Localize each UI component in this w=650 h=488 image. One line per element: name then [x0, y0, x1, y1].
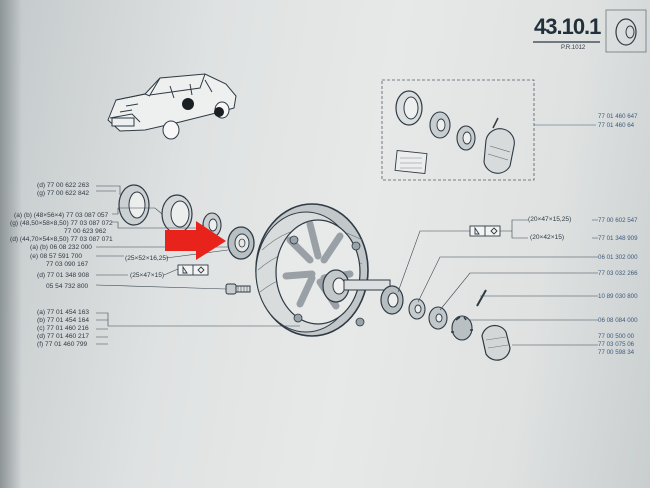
- section-reference: P.R.1012: [561, 45, 586, 51]
- bearing-symbols: [177, 225, 501, 276]
- brake-drum: [255, 203, 391, 337]
- bearing-kit-box: [381, 79, 596, 181]
- part-label: (d) 77 01 460 217: [37, 333, 90, 340]
- part-label: 77 00 623 962: [64, 228, 107, 235]
- bearing-dimension: (20×47×15,25): [528, 216, 572, 223]
- part-label: (a) (b) (48×56×4) 77 03 087 057: [14, 212, 109, 219]
- part-label: (d) 77 01 348 908: [37, 272, 90, 279]
- part-label: (g) 77 00 622 842: [37, 190, 90, 197]
- part-label: (d) 77 00 622 263: [37, 182, 90, 189]
- part-label: 10 89 030 800: [598, 293, 638, 300]
- section-number: 43.10.1: [534, 14, 601, 39]
- part-label: 06 08 084 000: [598, 317, 638, 324]
- right-parts: [380, 285, 511, 361]
- part-label: (g) (48,50×58×8,50) 77 03 087 072: [10, 220, 113, 227]
- red-arrow-pointer: [165, 221, 226, 260]
- part-label: 77 00 500 00: [598, 333, 635, 340]
- part-label: (a) 77 01 454 163: [37, 309, 90, 316]
- corner-wheel-icon: [605, 9, 647, 53]
- bearing-dimension: (25×47×15): [130, 272, 165, 279]
- part-label: 77 03 075 06: [598, 341, 635, 348]
- left-leaders: [95, 185, 300, 345]
- wheel-bolt: [225, 283, 251, 295]
- page-shadow: [0, 0, 22, 488]
- bearing-dimension: (20×42×15): [530, 234, 565, 241]
- left-seals: [118, 184, 255, 260]
- part-label: (e) 08 57 591 700: [30, 253, 83, 260]
- car-illustration: [107, 73, 237, 140]
- part-label: 06 01 302 000: [598, 254, 638, 261]
- part-label: 77 00 598 34: [598, 349, 635, 356]
- part-label: (b) 77 01 454 164: [37, 317, 90, 324]
- part-label: 77 03 032 266: [598, 270, 638, 277]
- part-label: 77 01 348 909: [598, 235, 638, 242]
- right-leaders: [397, 219, 598, 346]
- part-label: 77 03 090 167: [46, 261, 89, 268]
- bearing-dimension: (25×52×16,25): [125, 255, 169, 262]
- part-label: (c) 77 01 460 216: [37, 325, 89, 332]
- part-label: (f) 77 01 460 799: [37, 341, 88, 348]
- part-label: (a) (b) 06 08 232 000: [30, 244, 92, 251]
- part-label: 77 00 602 547: [598, 217, 638, 224]
- part-label: 77 01 460 647: [598, 113, 638, 120]
- part-label: 77 01 460 64: [598, 122, 635, 129]
- part-label: 05 54 732 800: [46, 283, 89, 290]
- part-label: (d) (44,70×54×8,50) 77 03 087 071: [10, 236, 113, 243]
